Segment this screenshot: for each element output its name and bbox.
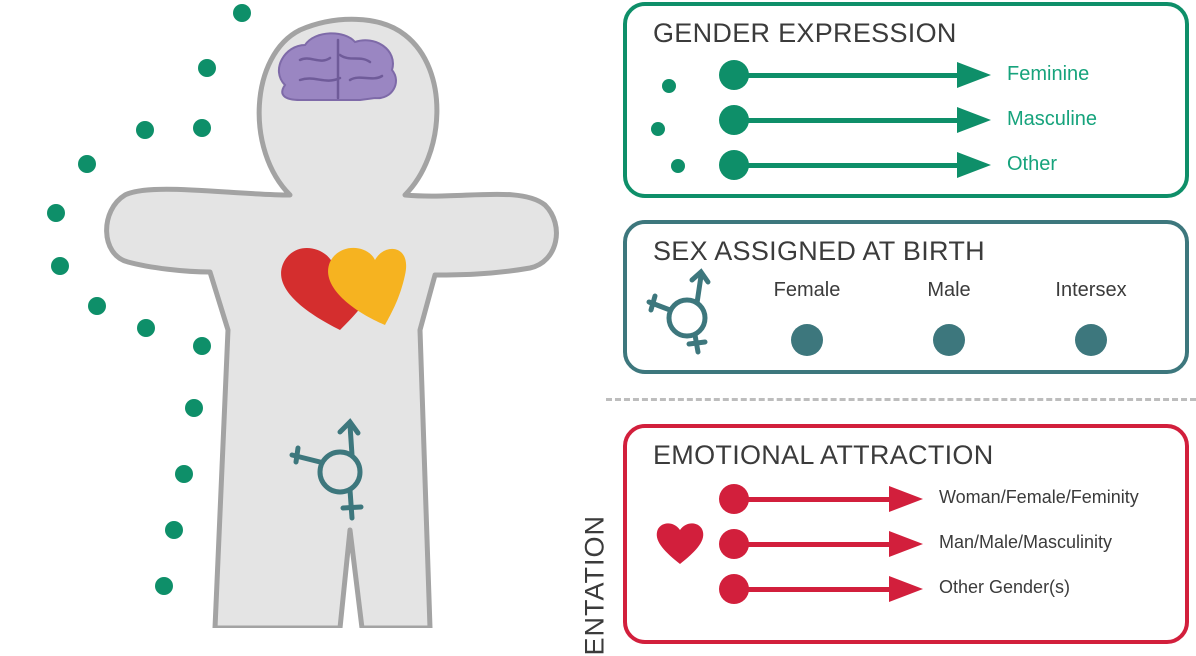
arrow-line — [734, 542, 894, 547]
arrow-head-icon — [957, 152, 991, 178]
emotional-attraction-panel: EMOTIONAL ATTRACTION Woman/Female/Femini… — [623, 424, 1189, 644]
arrow-line — [734, 497, 894, 502]
sex-option: Female — [747, 279, 867, 356]
attraction-label: Woman/Female/Feminity — [939, 487, 1139, 507]
heart-icon — [656, 523, 704, 564]
gender-symbol-icon — [289, 418, 364, 521]
gender-expression-panel: GENDER EXPRESSION Feminine Masculine Oth… — [623, 2, 1189, 198]
hearts-icon — [281, 247, 407, 330]
arrow-head-icon — [957, 107, 991, 133]
attraction-label: Other Gender(s) — [939, 577, 1071, 597]
arrow-line — [734, 587, 894, 592]
sex-option-dot — [933, 324, 965, 356]
sex-option: Intersex — [1031, 279, 1151, 356]
arrow-head-icon — [889, 531, 923, 557]
dashed-divider — [606, 398, 1196, 401]
arrow-head-icon — [889, 486, 923, 512]
emotional-attraction-title: EMOTIONAL ATTRACTION — [653, 440, 994, 470]
person-figure — [47, 4, 559, 628]
brain-icon — [278, 32, 397, 101]
small-dot — [651, 122, 665, 136]
arrow-head-icon — [889, 576, 923, 602]
sex-option-label: Male — [927, 279, 971, 301]
gender-expression-label: Feminine — [1007, 63, 1090, 85]
gender-expression-label: Masculine — [1007, 108, 1098, 130]
small-dot — [671, 159, 685, 173]
sex-assigned-title: SEX ASSIGNED AT BIRTH — [653, 236, 985, 266]
arrow-head-icon — [957, 62, 991, 88]
sex-option-dot — [791, 324, 823, 356]
attraction-label: Man/Male/Masculinity — [939, 532, 1113, 552]
dotted-arc — [47, 4, 251, 595]
gender-symbol-icon — [646, 268, 711, 355]
gender-expression-title: GENDER EXPRESSION — [653, 18, 957, 48]
sex-assigned-panel: SEX ASSIGNED AT BIRTH Female Male Inters… — [623, 220, 1189, 374]
small-dot — [662, 79, 676, 93]
sex-option-dot — [1075, 324, 1107, 356]
side-label: ENTATION — [579, 515, 610, 656]
arrow-line — [734, 73, 959, 78]
arrow-line — [734, 163, 959, 168]
sex-option-label: Female — [773, 279, 841, 301]
gender-expression-label: Other — [1007, 153, 1058, 175]
arrow-line — [734, 118, 959, 123]
sex-option: Male — [889, 279, 1009, 356]
sex-option-label: Intersex — [1055, 279, 1127, 301]
